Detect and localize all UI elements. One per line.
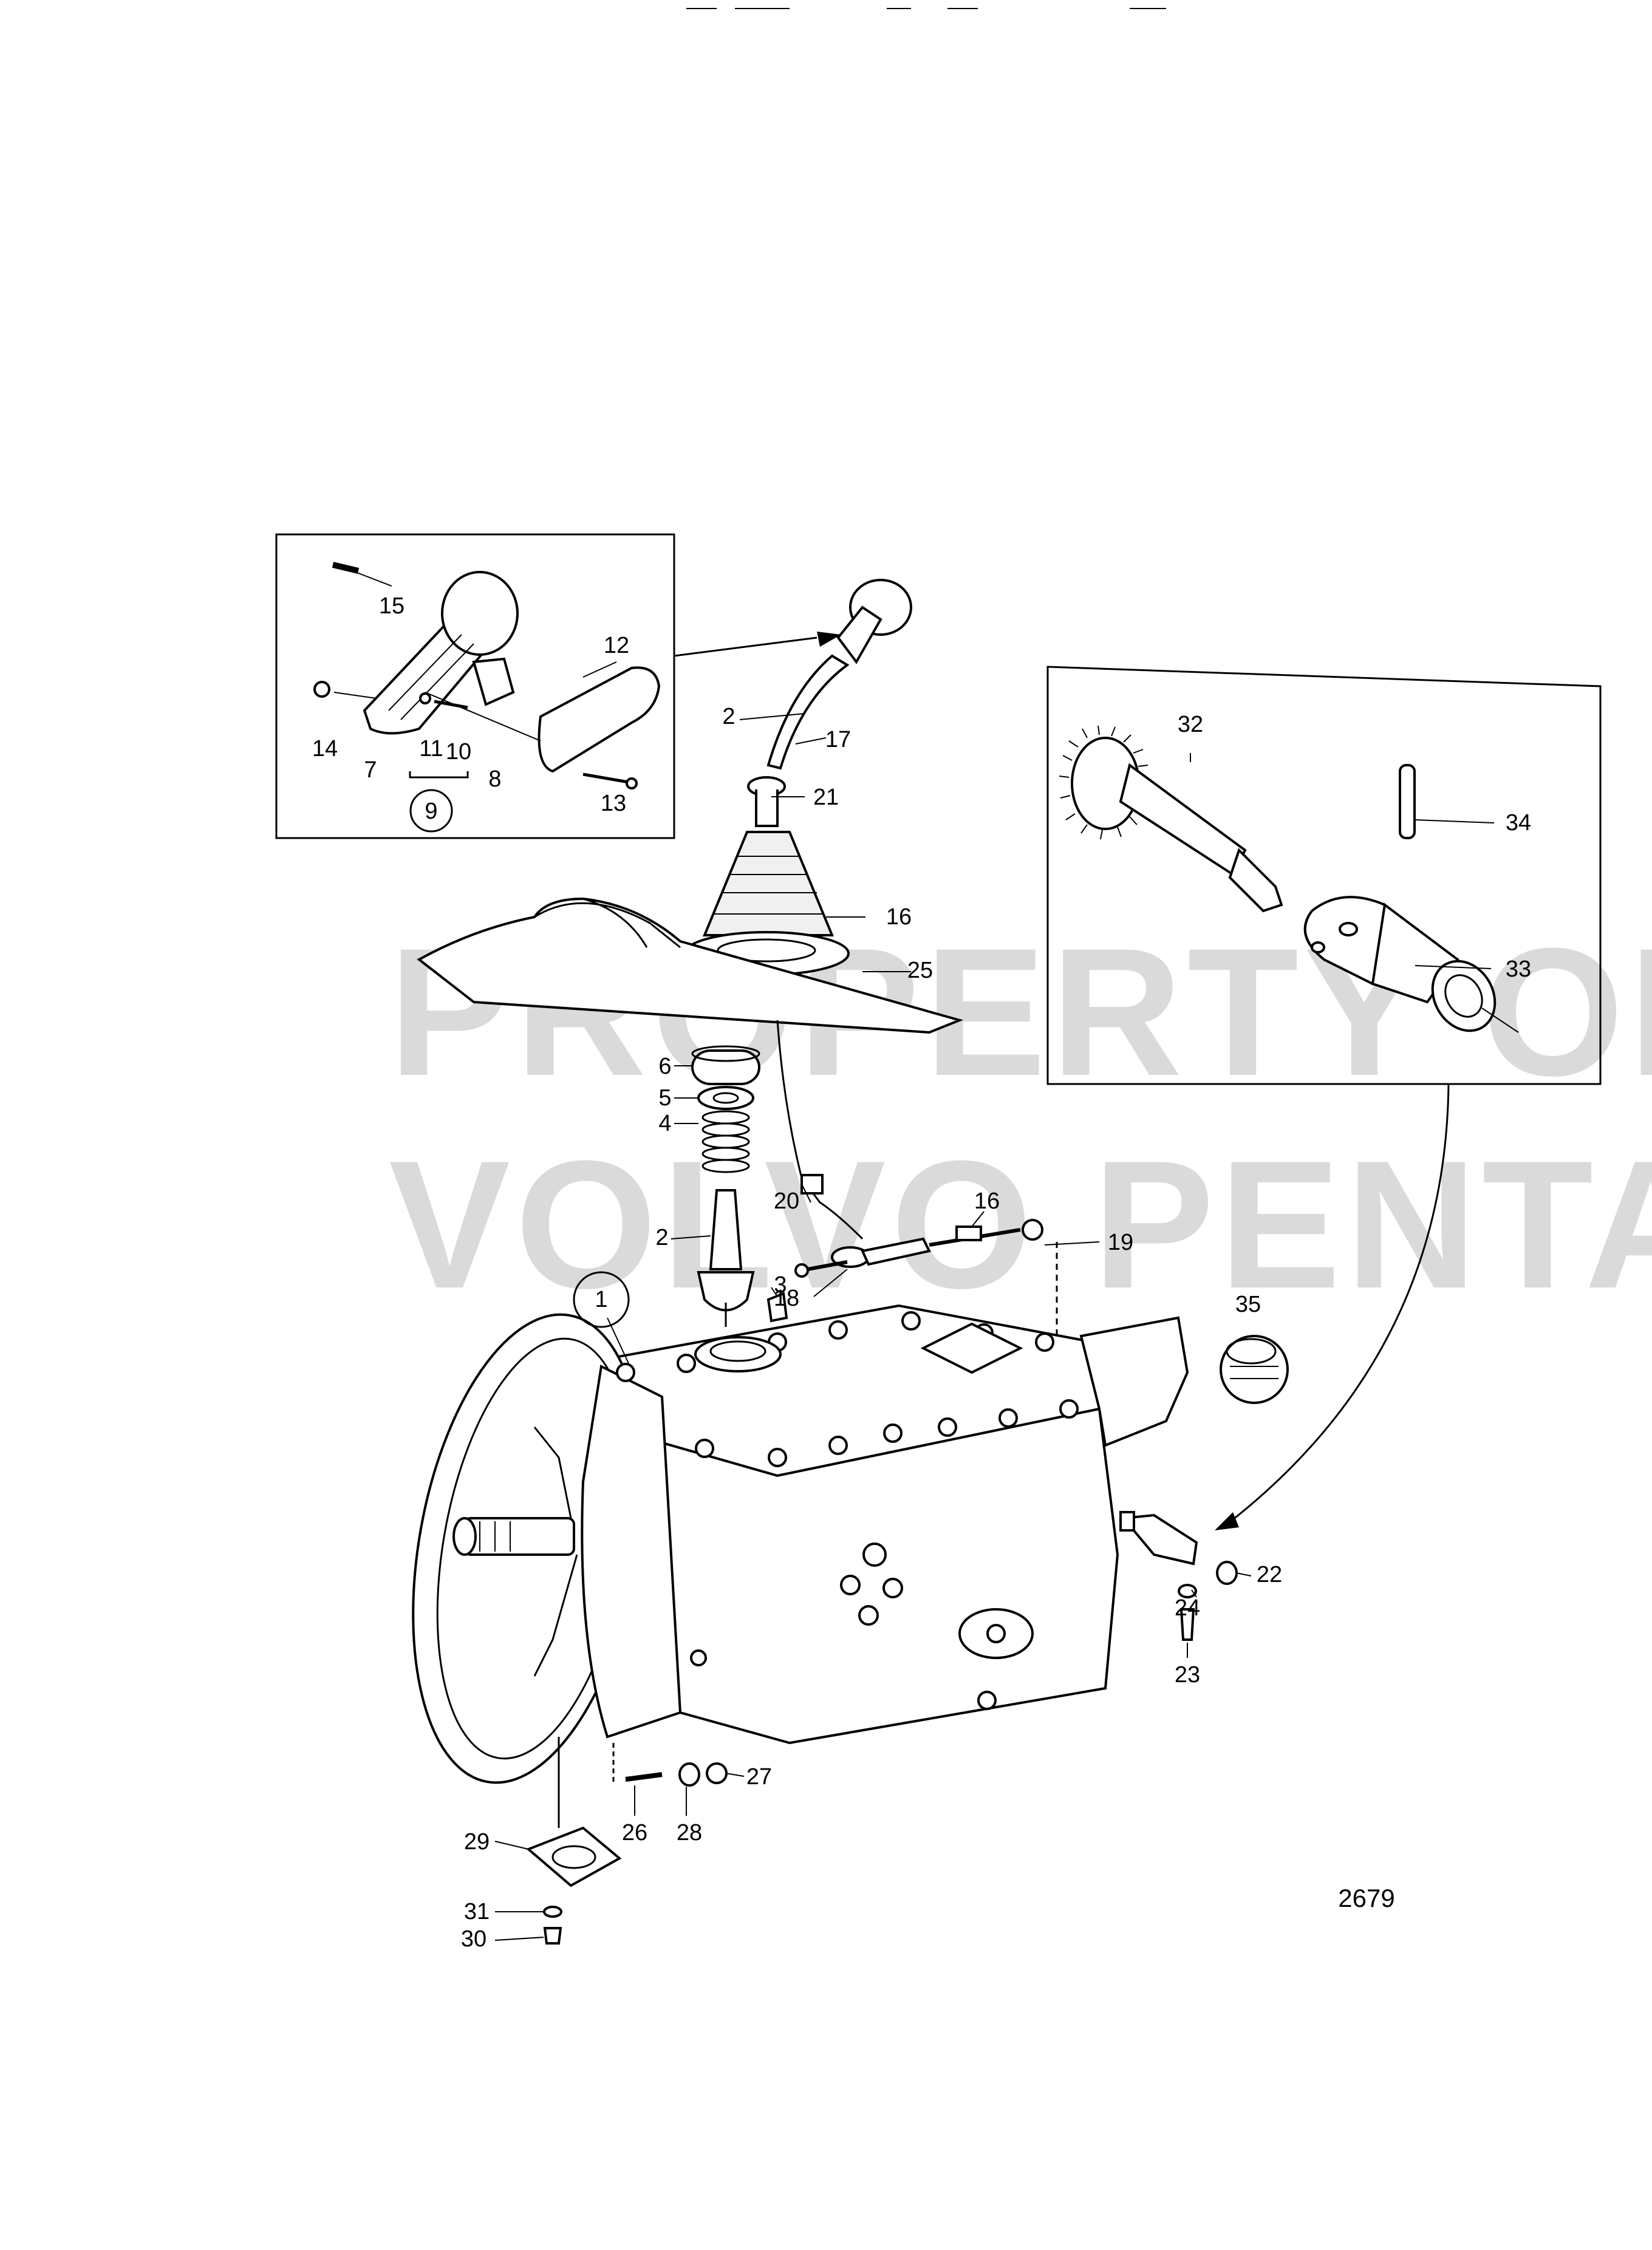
callout-24: 24 [1175,1595,1200,1621]
nut-27 [706,1762,728,1784]
eye-19 [1022,1219,1043,1241]
callout-10: 10 [446,739,471,765]
callout-28: 28 [677,1820,702,1846]
screw-10 [434,700,468,709]
callout-17: 17 [825,727,851,752]
callout-2-lower: 2 [655,1225,668,1250]
callout-16-lower: 16 [974,1188,1000,1214]
clamp-8 [472,657,515,706]
callout-18: 18 [774,1286,799,1311]
floor-plate [417,897,964,1034]
callout-6: 6 [658,1054,671,1079]
shift-stack [691,1045,788,1327]
seal-6 [691,1049,760,1085]
stud-assembly [612,1743,728,1787]
callout-27: 27 [746,1764,772,1790]
lever-handle [836,605,882,664]
inset-lever-handle [275,533,675,839]
plug-35 [1220,1335,1289,1404]
pin-34 [1399,764,1416,839]
lever-lower-2 [709,1189,743,1270]
callout-2-upper: 2 [722,704,735,729]
callout-21: 21 [813,785,839,810]
cable-20 [776,1020,864,1240]
gearbox-body [606,1407,1119,1745]
spring-4 [701,1110,750,1173]
rod-nut [955,1226,982,1241]
callout-4: 4 [658,1111,671,1136]
gearbox-housing [412,1304,1189,1784]
callout-34: 34 [1506,810,1531,836]
callout-15: 15 [379,593,404,619]
speedo-fittings [1119,1511,1238,1641]
washer-11 [419,692,431,704]
callout-circle-1 [573,1271,630,1328]
watermark-line-2: VOLVO PENTA [389,1122,1652,1326]
screw-3 [766,1292,788,1323]
callout-16-upper: 16 [886,904,912,930]
callout-9: 9 [425,799,437,824]
thread-end [1431,960,1497,1032]
inset-frame-left [275,533,675,839]
shift-rod-assembly [794,1219,1043,1278]
drive-gear-32 [1059,725,1283,913]
inset-arrow-curve [1226,1083,1450,1526]
callout-5: 5 [658,1085,671,1111]
callout-labels: 1 2 2 3 4 5 6 7 8 9 10 11 12 13 14 15 16… [312,593,1531,1952]
figure-number: 2679 [1338,1884,1394,1912]
bell-housing-side [581,1364,682,1739]
callout-35: 35 [1235,1292,1261,1317]
callout-25: 25 [907,958,933,983]
plug-23 [1179,1608,1195,1641]
washer-5 [697,1086,754,1110]
top-cover-plate [920,1322,1023,1374]
callout-29: 29 [464,1829,490,1855]
callout-23: 23 [1175,1662,1200,1688]
nut-14 [313,681,330,698]
cover-plate-25 [417,897,964,1034]
callout-22: 22 [1257,1562,1282,1587]
rubber-boot-16 [703,831,834,936]
handle-knob [441,571,519,656]
input-shaft [463,1517,575,1556]
callout-3: 3 [774,1272,787,1298]
callout-1: 1 [595,1287,607,1312]
callout-19: 19 [1108,1230,1133,1255]
inset-speedometer-drive [1046,666,1602,1085]
callout-31: 31 [464,1899,490,1924]
screw-30 [543,1927,562,1945]
lever-ball [697,1271,755,1312]
callout-26: 26 [622,1820,647,1846]
drive-shaft [1119,763,1247,876]
callout-7: 7 [364,757,377,783]
inset-arrow-line [674,636,817,657]
callout-14: 14 [312,736,338,762]
callout-32: 32 [1178,712,1203,737]
kit-circle-9 [409,789,453,833]
pin-15 [332,562,360,574]
fitting-24 [1121,1513,1198,1566]
inset-frame-right [1046,666,1602,1085]
callout-30: 30 [461,1926,486,1952]
callout-11: 11 [419,736,443,762]
screw-13 [582,772,629,784]
washer-28 [678,1762,700,1787]
lever-rod-17 [766,654,850,770]
housing-33 [1303,896,1519,1033]
cover-plate-29 [526,1737,622,1945]
callout-33: 33 [1506,956,1531,982]
rear-extension [1079,1316,1189,1447]
callout-20: 20 [774,1188,799,1214]
callout-8: 8 [488,766,501,792]
callout-13: 13 [601,791,626,816]
stud-26 [625,1772,663,1782]
washer-31 [543,1906,562,1918]
callout-12: 12 [604,633,629,658]
oring-22 [1216,1561,1238,1585]
cover-12 [538,666,661,773]
